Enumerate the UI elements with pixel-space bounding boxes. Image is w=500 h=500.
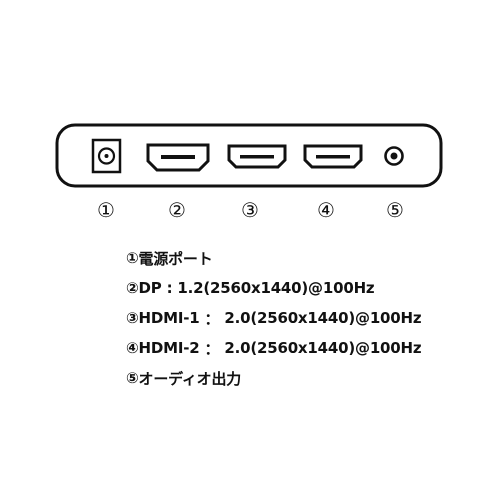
legend-port-name: オーディオ出力 [138, 369, 242, 388]
legend-number: ② [126, 279, 139, 297]
legend-port-spec: 2.0(2560x1440)@100Hz [224, 309, 422, 327]
port-number-4: ④ [317, 198, 335, 222]
legend-port-name: HDMI-2 [138, 339, 200, 357]
legend-port-name: 電源ポート [138, 249, 213, 268]
port-panel [55, 123, 443, 188]
hdmi-icon [303, 144, 363, 169]
port-number-2: ② [168, 198, 186, 222]
legend-number: ③ [126, 309, 139, 327]
legend-number: ① [126, 249, 139, 267]
legend-port-spec: 1.2(2560x1440)@100Hz [177, 279, 375, 297]
legend-port-name: DP [138, 279, 162, 297]
legend-separator: ： [199, 339, 225, 358]
legend-separator: : [161, 279, 178, 297]
port-number-3: ③ [241, 198, 259, 222]
audio-jack-icon [384, 146, 404, 166]
legend-port-name: HDMI-1 [138, 309, 200, 327]
legend-separator: ： [199, 309, 225, 328]
legend-number: ④ [126, 339, 139, 357]
port-number-5: ⑤ [386, 198, 404, 222]
legend-number: ⑤ [126, 369, 139, 387]
dc-jack-icon [91, 138, 122, 174]
hdmi-icon [227, 144, 287, 169]
port-number-1: ① [97, 198, 115, 222]
displayport-icon [146, 143, 210, 172]
legend-port-spec: 2.0(2560x1440)@100Hz [224, 339, 422, 357]
